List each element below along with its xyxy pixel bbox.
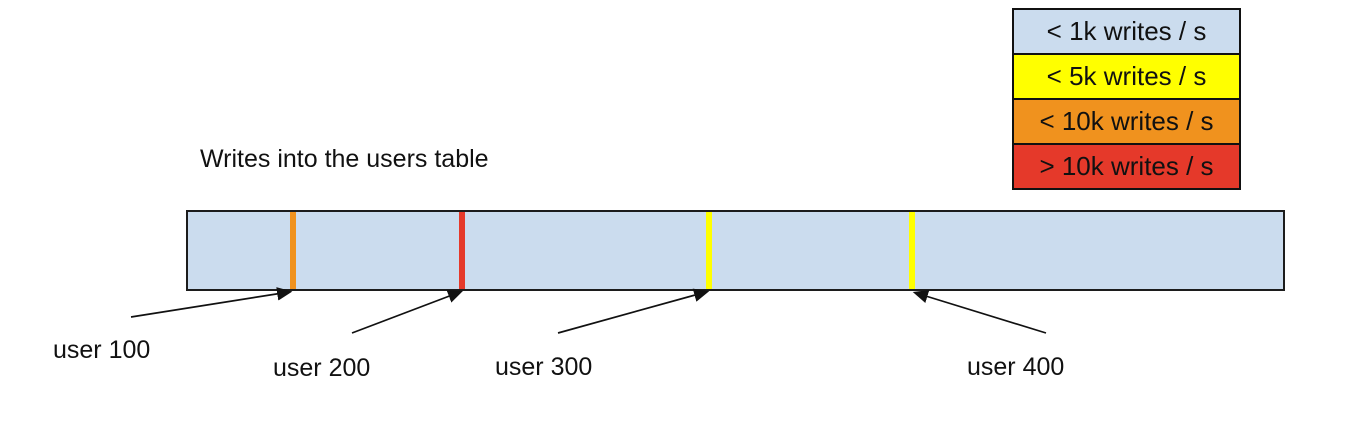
- legend-item-lt-10k: < 10k writes / s: [1012, 98, 1241, 145]
- hotspot-stripe-user-100: [290, 212, 296, 289]
- user-300-label: user 300: [495, 353, 593, 381]
- hotspot-stripe-user-400: [909, 212, 915, 289]
- user-200-arrow-icon: [351, 289, 464, 334]
- diagram-title: Writes into the users table: [200, 145, 489, 173]
- user-400-label: user 400: [967, 353, 1065, 381]
- legend: < 1k writes / s < 5k writes / s < 10k wr…: [1012, 8, 1241, 190]
- user-100-arrow-icon: [130, 287, 293, 318]
- legend-item-gt-10k: > 10k writes / s: [1012, 143, 1241, 190]
- hotspot-stripe-user-300: [706, 212, 712, 289]
- user-100-label: user 100: [53, 336, 151, 364]
- legend-item-lt-5k: < 5k writes / s: [1012, 53, 1241, 100]
- user-300-arrow-icon: [557, 288, 710, 334]
- users-table-bar: [186, 210, 1285, 291]
- user-200-label: user 200: [273, 354, 371, 382]
- user-400-arrow-icon: [912, 290, 1047, 334]
- hotspot-stripe-user-200: [459, 212, 465, 289]
- legend-item-lt-1k: < 1k writes / s: [1012, 8, 1241, 55]
